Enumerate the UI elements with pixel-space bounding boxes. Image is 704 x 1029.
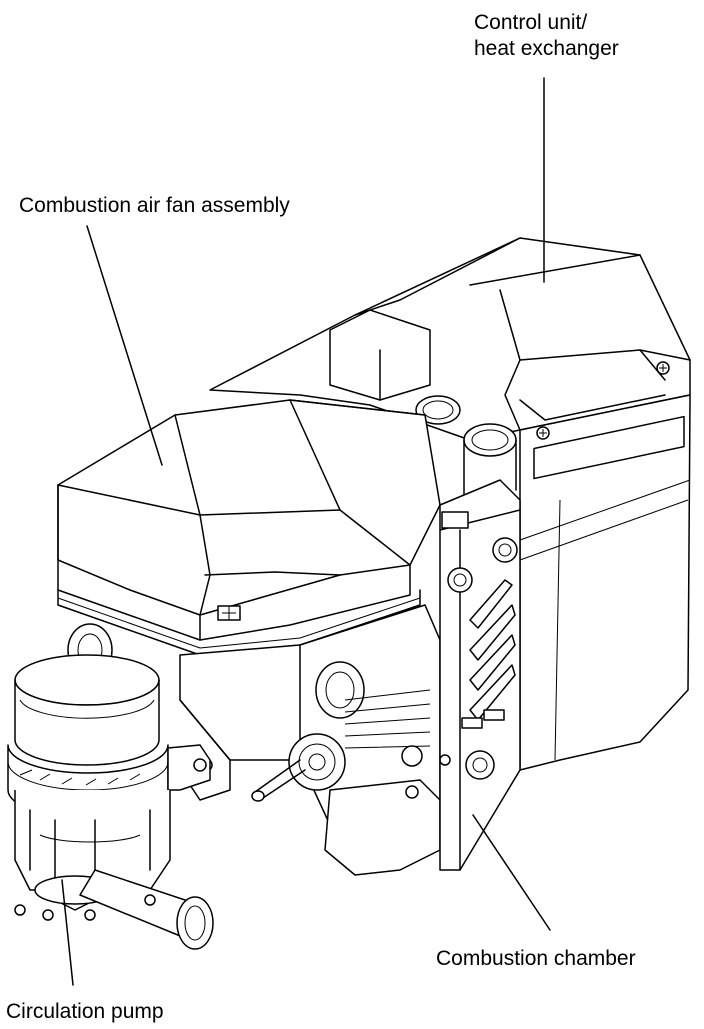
label-control-unit-line1: Control unit/ [474, 11, 588, 34]
leader-line-combustion-chamber [472, 814, 551, 931]
control-unit-heat-exchanger [209, 237, 691, 771]
label-fan-assembly: Combustion air fan assembly [19, 194, 290, 217]
circulation-pump [7, 654, 214, 950]
label-combustion-chamber: Combustion chamber [436, 947, 636, 970]
leader-line-fan-assembly [86, 225, 163, 466]
label-control-unit-line2: heat exchanger [474, 37, 619, 60]
leader-line-circulation-pump [61, 879, 74, 986]
combustion-air-fan-assembly [57, 399, 441, 876]
label-control-unit: Control unit/ heat exchanger [474, 10, 619, 62]
label-circulation-pump: Circulation pump [6, 1000, 164, 1023]
combustion-chamber [439, 479, 521, 871]
